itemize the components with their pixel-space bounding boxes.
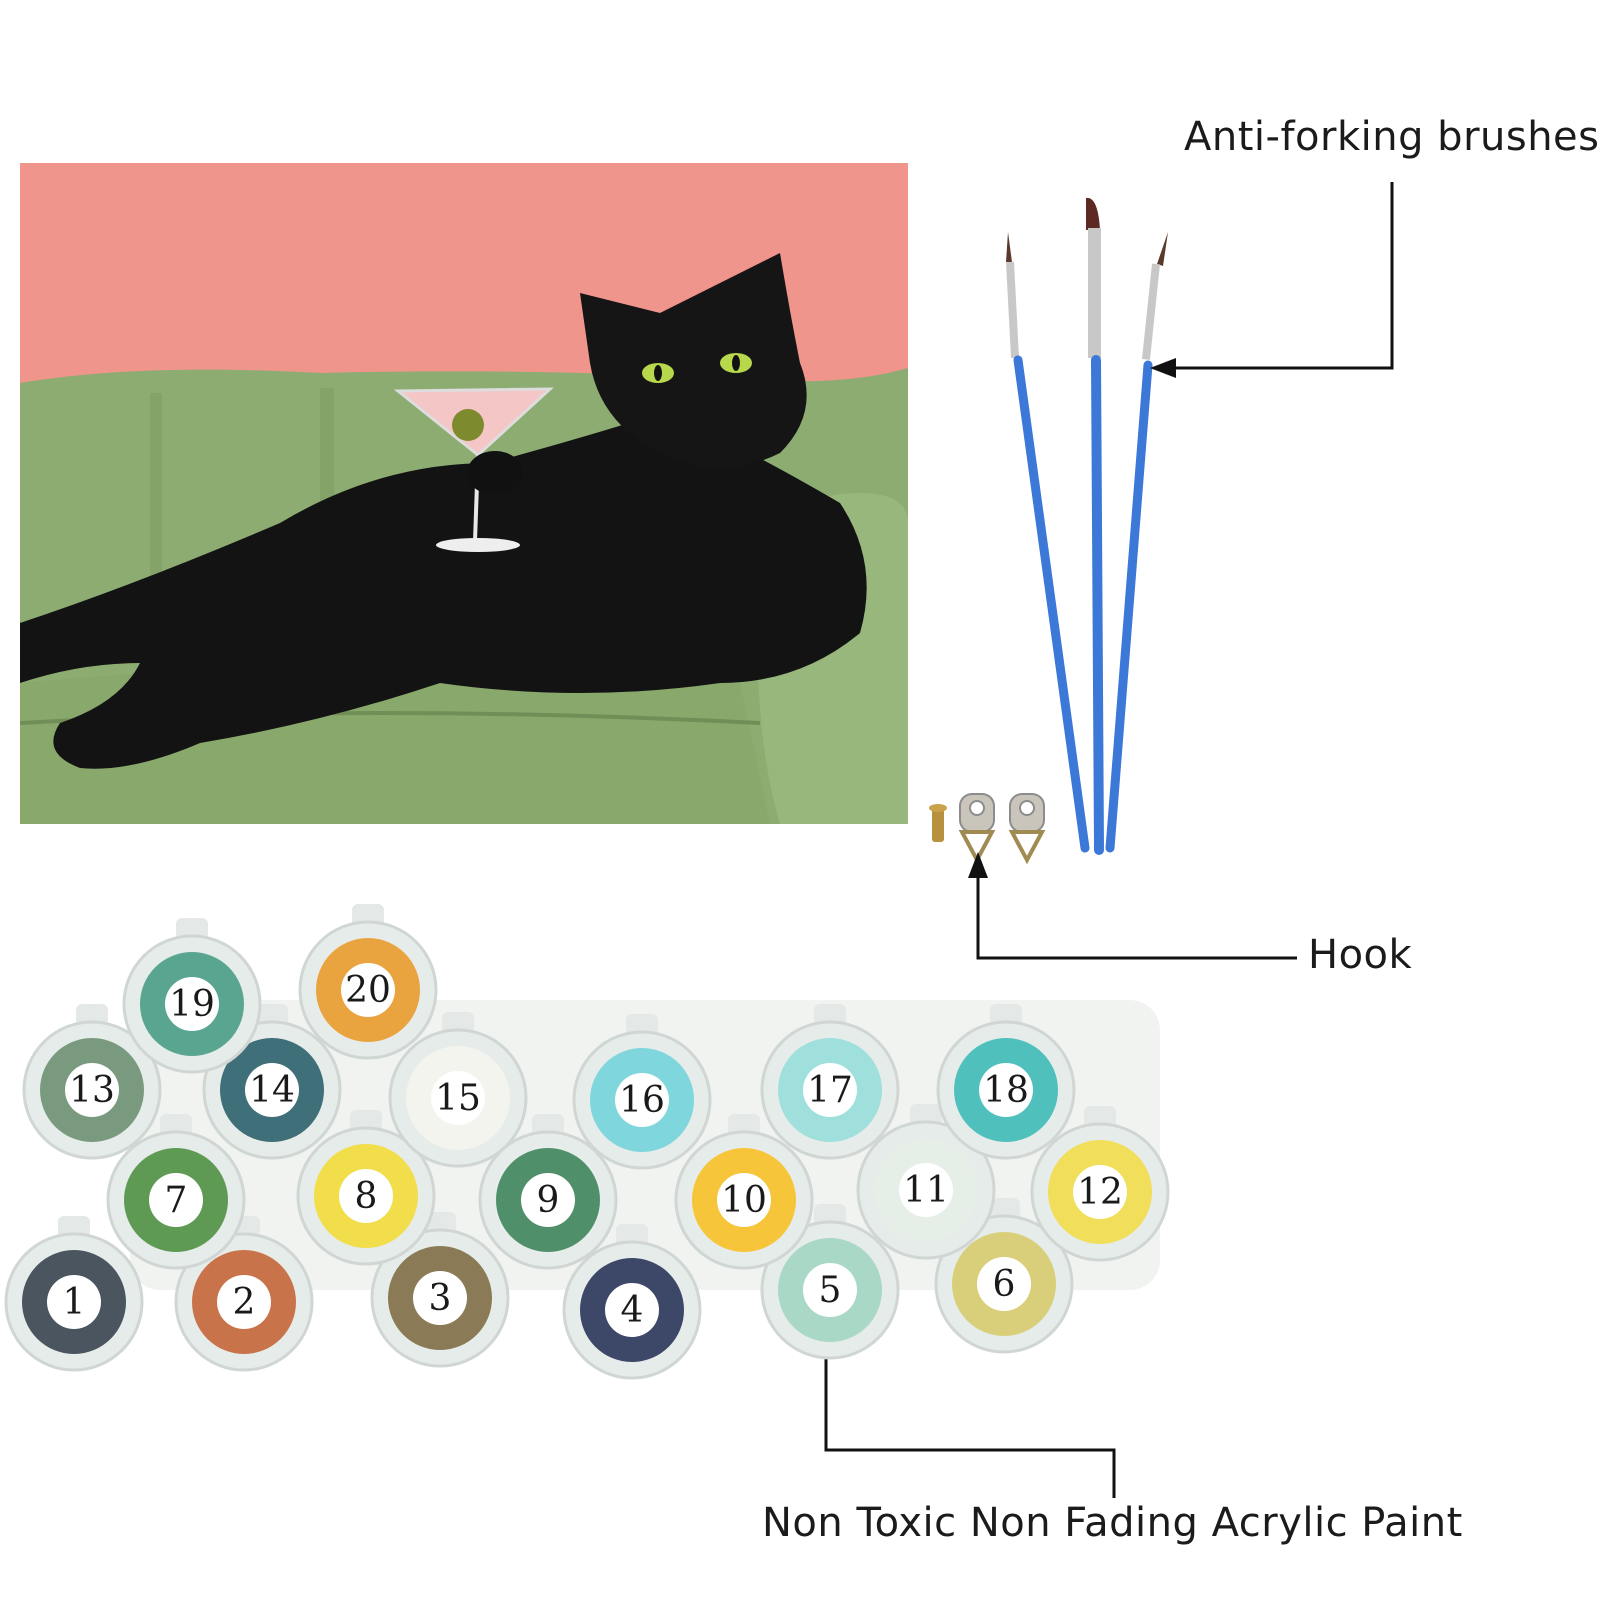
paint-pot-number: 19: [169, 984, 215, 1025]
brushes-label: Anti-forking brushes: [1184, 114, 1600, 160]
paint-pot-7: 7: [106, 1114, 246, 1270]
paint-pot-number: 1: [63, 1282, 86, 1323]
paint-pot-number: 20: [345, 970, 391, 1011]
paint-pot-number: 13: [69, 1070, 115, 1111]
brush-left: [1006, 232, 1090, 853]
paint-pointer-line: [824, 1310, 1116, 1498]
paint-pot-15: 15: [388, 1012, 528, 1168]
hook-pointer-line: [976, 870, 1297, 960]
pointer-lines: [824, 182, 1394, 1498]
paint-pot-number: 3: [429, 1278, 452, 1319]
paint-label: Non Toxic Non Fading Acrylic Paint: [762, 1500, 1463, 1546]
paint-pot-8: 8: [296, 1110, 436, 1266]
hook-set: [929, 793, 1046, 865]
paint-pot-number: 9: [537, 1180, 560, 1221]
hook-arrow-icon: [968, 852, 988, 878]
cat-head: [580, 253, 807, 468]
paint-pot-19: 19: [122, 918, 262, 1074]
paint-pot-number: 18: [983, 1070, 1029, 1111]
paint-pot-5: 5: [760, 1204, 900, 1360]
paint-pot-number: 2: [233, 1282, 256, 1323]
paint-pot-4: 4: [562, 1224, 702, 1380]
cat-painting: [20, 163, 908, 824]
paint-pot-number: 17: [807, 1070, 853, 1111]
paint-pot-11: 11: [856, 1104, 996, 1260]
paint-pot-number: 8: [355, 1176, 378, 1217]
hook-label: Hook: [1308, 932, 1413, 978]
brush-middle: [1086, 197, 1104, 855]
cat-paw: [467, 451, 523, 495]
paint-pot-12: 12: [1030, 1106, 1170, 1262]
paint-pot-number: 5: [819, 1270, 842, 1311]
paint-pot-number: 16: [619, 1080, 665, 1121]
paint-pot-6: 6: [934, 1198, 1074, 1354]
paint-pot-17: 17: [760, 1004, 900, 1160]
artwork-image: [20, 163, 908, 824]
paint-pot-2: 2: [174, 1216, 314, 1372]
paint-pot-number: 4: [621, 1290, 644, 1331]
olive: [452, 409, 484, 441]
hook-icon-left: [958, 793, 996, 865]
hook-icon-right: [1008, 793, 1046, 865]
screw-icon: [929, 804, 947, 842]
paint-pot-number: 6: [993, 1264, 1016, 1305]
paint-pot-number: 14: [249, 1070, 295, 1111]
paint-pot-9: 9: [478, 1114, 618, 1270]
cat-body: [20, 413, 867, 769]
paint-pot-number: 12: [1077, 1172, 1123, 1213]
paint-pot-3: 3: [370, 1212, 510, 1368]
paint-pot-13: 13: [22, 1004, 162, 1160]
paint-pot-18: 18: [936, 1004, 1076, 1160]
paint-pot-1: 1: [4, 1216, 144, 1372]
brush-pointer-line: [1170, 182, 1394, 370]
paint-pot-16: 16: [572, 1014, 712, 1170]
paint-pot-number: 11: [903, 1170, 949, 1211]
brushes: [1006, 197, 1168, 855]
paint-pot-number: 7: [165, 1180, 188, 1221]
brush-right: [1105, 232, 1168, 853]
paint-pot-number: 15: [435, 1078, 481, 1119]
paint-pot-number: 10: [721, 1180, 767, 1221]
paint-pot-10: 10: [674, 1114, 814, 1270]
brush-arrow-icon: [1150, 358, 1176, 378]
paint-pot-20: 20: [298, 904, 438, 1060]
